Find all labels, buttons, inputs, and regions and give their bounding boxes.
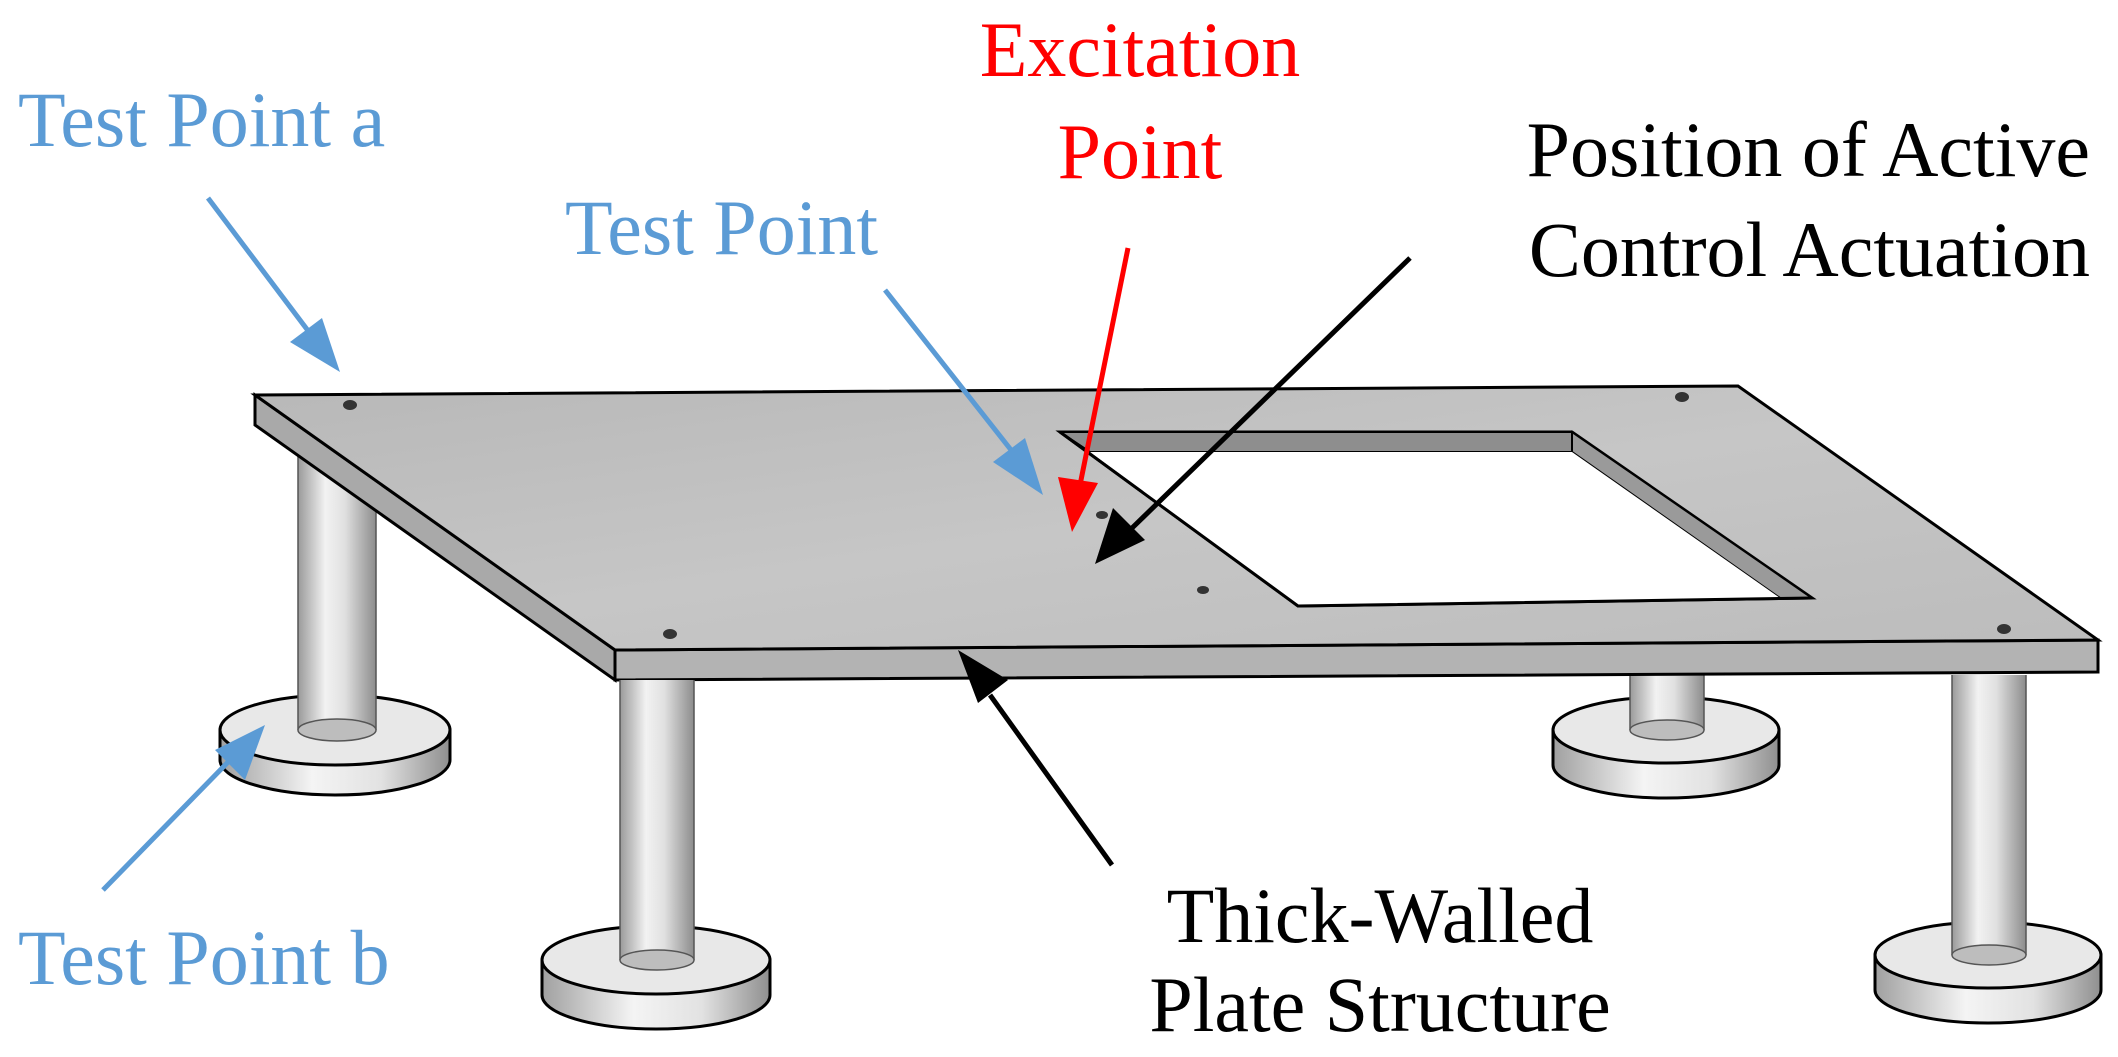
label-plate-line2: Plate Structure (1149, 961, 1611, 1048)
leg-front-right (1873, 675, 2103, 1025)
arrow-excitation (1058, 247, 1131, 532)
label-test-point: Test Point (565, 184, 879, 271)
label-actuation-line2: Control Actuation (1528, 206, 2090, 293)
label-plate-line1: Thick-Walled (1166, 872, 1594, 959)
arrow-test-point-a (206, 196, 340, 372)
label-actuation-line1: Position of Active (1526, 106, 2090, 193)
thick-walled-plate (250, 384, 2103, 683)
label-excitation-line2: Point (1057, 108, 1223, 195)
arrow-test-point (883, 288, 1043, 495)
arrow-icon (101, 196, 1412, 892)
leg-back-left (218, 440, 452, 797)
leg-front-left (540, 680, 772, 1031)
label-test-point-b: Test Point b (18, 914, 390, 1001)
label-test-point-a: Test Point a (18, 76, 386, 163)
arrow-plate (958, 650, 1115, 867)
label-excitation-line1: Excitation (979, 6, 1301, 93)
hole-icon (343, 392, 2011, 639)
arrow-actuation (1095, 256, 1412, 564)
arrow-test-point-b (101, 725, 265, 892)
